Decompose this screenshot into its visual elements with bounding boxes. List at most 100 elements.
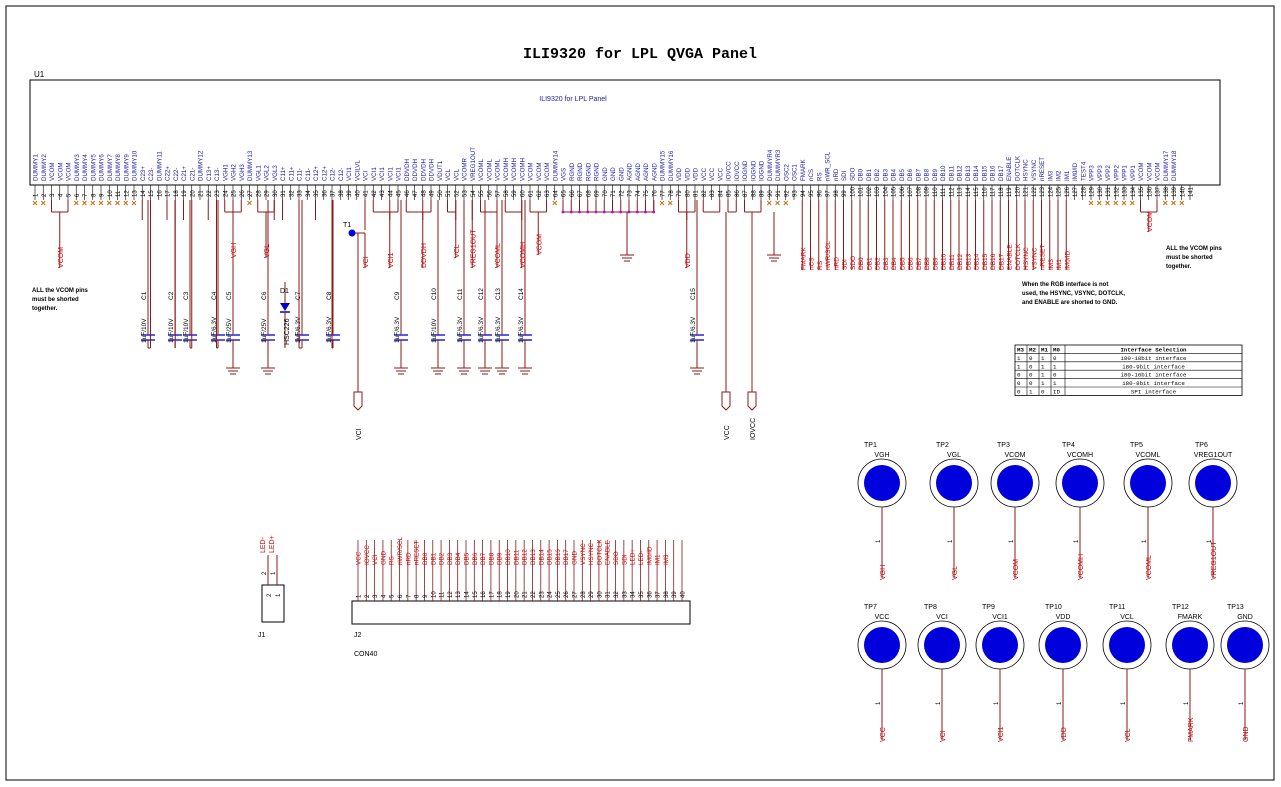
j2-pin-number: 33 [622,591,628,598]
table-cell: 0 [1017,380,1021,387]
table-cell: 1 [1041,363,1045,370]
ic-pin-number: 38 [339,190,345,197]
net-label-vcomh: VCOMH [520,242,527,268]
ic-pin-name: VGH2 [231,164,238,181]
ic-pin-name: DB2 [874,168,881,181]
testpoint-pad [864,465,900,501]
ic-pin-number: 108 [916,186,922,197]
capacitor-ref: C8 [326,291,333,300]
testpoint-ref: TP7 [864,604,877,611]
ic-pin-name: DOTCLK [1014,155,1021,181]
ic-pin-number: 42 [372,190,378,197]
ic-pin-number: 45 [397,190,403,197]
testpoint-ref: TP8 [924,604,937,611]
ic-pin-name: C22- [173,168,180,181]
ic-pin-number: 63 [545,190,551,197]
testpoint-ref: TP5 [1130,442,1143,449]
table-cell: 0 [1029,363,1033,370]
no-connect-mark [783,200,789,206]
ic-pin-number: 34 [306,190,312,197]
capacitor-ref: C2 [168,291,175,300]
ic-pin-name: C12+ [313,166,320,181]
no-connect-mark [32,200,38,206]
sheet-title: ILI9320 for LPL QVGA Panel [523,46,757,63]
ic-pin-name: VGL1 [255,165,262,181]
ic-pin-name: C12- [330,168,337,181]
ic-pin-name: VPP3 [1089,165,1096,181]
ic-pin-name: ENABLE [1006,157,1013,181]
ic-pin-number: 14 [141,190,147,197]
net-label-ctrl: nCS [809,257,816,270]
ic-pin-name: VCOM [1146,162,1153,181]
ic-pin-number: 10 [108,190,114,197]
ic-pin-number: 16 [157,190,163,197]
table-header-cell: M3 [1017,347,1024,354]
no-connect-mark [73,200,79,206]
ic-pin-number: 132 [1114,186,1120,197]
ic-pin-name: SDO [849,167,856,181]
j2-pin-number: 13 [456,591,462,598]
ic-pin-name: VCL [445,168,452,181]
capacitor-value: 1uF/6.3V [457,316,464,343]
net-label-ctrl: nRD [833,257,840,270]
no-connect-mark [775,200,780,206]
j2-net-label: HSYNC [588,543,595,565]
ic-pin-name: VCI1 [379,167,386,181]
ic-pin-number: 119 [1007,187,1013,197]
table-cell: 1 [1029,389,1033,396]
testpoint-net: FMARK [1178,614,1203,621]
ic-pin-name: DUMMY14 [552,150,559,181]
j2-net-label: DB8 [488,552,495,565]
ic-pin-number: 51 [446,190,452,197]
port-symbol [721,391,731,411]
ic-pin-name: DB9 [932,168,939,181]
table-header-cell: M1 [1041,347,1048,354]
ic-pin-number: 62 [537,190,543,197]
testpoint-net-label: VGH [880,565,887,580]
j2-net-label: DOTCLK [596,539,603,565]
testpoint-net-label: VCC [880,727,887,742]
ic-pin-name: VCOM [1155,162,1162,181]
table-cell: i80-8bit interface [1122,380,1185,387]
j2-pin-number: 36 [647,591,653,598]
ic-pin-number: 41 [364,190,370,197]
ic-pin-name: VPP1 [1122,165,1129,181]
ic-pin-name: SDI [841,170,848,181]
j2-pin-number: 34 [631,591,637,598]
ic-pin-number: 7 [83,193,89,197]
ic-pin-name: VCC [701,167,708,181]
j2-net-label: GND [380,551,387,565]
ic-pin-name: OSC1 [792,164,799,181]
j2-pin-number: 25 [556,591,562,598]
ic-pin-name: DDVDH [420,159,427,181]
j2-pin-number: 3 [373,594,379,598]
ic-pin-name: C23- [148,168,155,181]
ic-pin-number: 91 [776,190,782,197]
ic-pin-name: DB15 [981,165,988,181]
j2-pin-number: 31 [606,591,612,598]
table-cell: 0 [1053,355,1057,362]
testpoint-net-label: VCI [940,730,947,742]
capacitor-value: 1uF/10V [168,318,175,343]
ic-pin-name: IOGND [742,160,749,181]
ic-pin-name: IOGND [759,160,766,181]
ic-pin-name: VDD [693,167,700,181]
ic-pin-number: 4 [58,193,64,197]
testpoint-net: VCI [936,614,948,621]
capacitor-value: 1uF/6.3V [326,316,333,343]
net-label-vgl: VGL [264,244,271,258]
ic-pin-name: AGND [643,163,650,181]
j2-net-label: SDO [613,551,620,565]
capacitor-value: 1uF/10V [141,318,148,343]
ic-pin-number: 29 [265,190,271,197]
ic-pin-number: 83 [710,190,716,197]
ic-pin-number: 11 [116,190,122,197]
port-symbol [353,391,363,411]
table-cell: 0 [1041,389,1045,396]
capacitor-value: 1uF/10V [431,318,438,343]
ic-pin-name: RGND [594,162,601,181]
ic-pin-name: nRESET [1039,157,1046,181]
j2-pin-number: 5 [390,594,396,598]
